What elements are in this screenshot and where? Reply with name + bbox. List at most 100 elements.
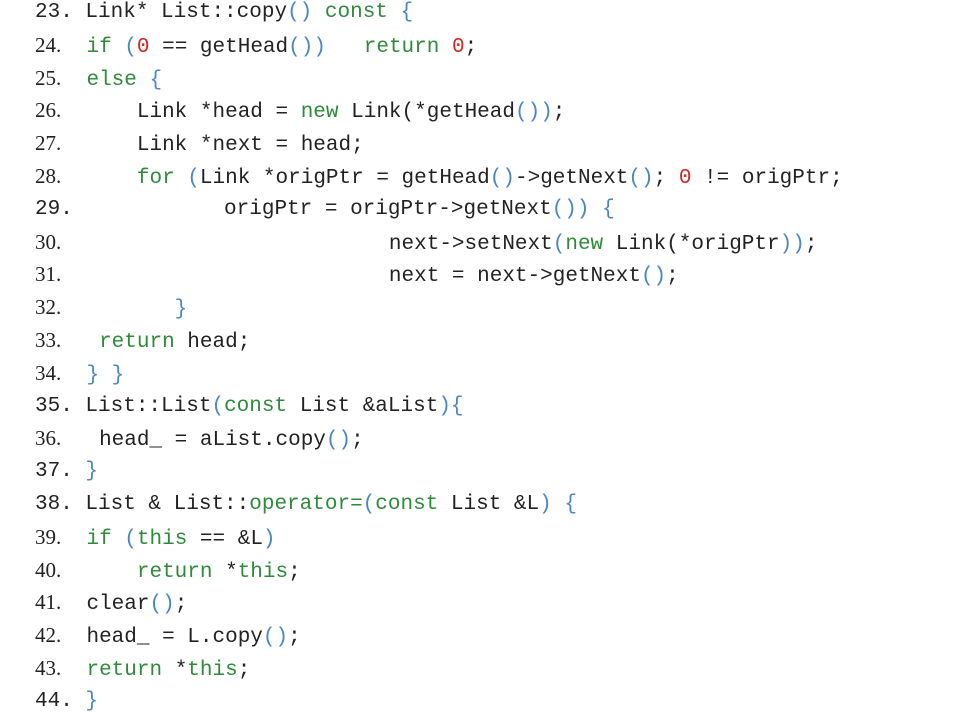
code-token: { (589, 197, 615, 221)
code-line: 36. head_ = aList.copy(); (35, 422, 364, 455)
line-number: 41. (35, 590, 62, 615)
code-token: ( (211, 394, 225, 418)
code-token: for (136, 167, 188, 190)
code-token: const (312, 1, 401, 24)
code-token: ( (666, 232, 679, 256)
line-number: 25. (35, 65, 62, 90)
code-token: ; (653, 167, 679, 190)
code-token: } (85, 460, 99, 484)
code-token: * (225, 560, 238, 584)
code-token: 0 (451, 35, 465, 59)
code-token: head_ = L.copy (86, 626, 263, 650)
line-number: 27. (35, 131, 62, 156)
code-token: ()) (551, 197, 590, 221)
code-token: *getHead (414, 101, 515, 125)
code-line: 33. return head; (35, 324, 250, 357)
code-token: origPtr = origPtr->getNext (224, 197, 552, 221)
code-token: () (628, 167, 654, 190)
code-line: 31. next = next->getNext(); (35, 258, 679, 291)
code-token: ; (288, 626, 301, 650)
code-token: ( (401, 101, 415, 125)
code-line: 37. } (35, 455, 98, 488)
code-token: ( (124, 527, 137, 551)
code-token: 0 (678, 167, 692, 190)
code-token: this (237, 560, 289, 584)
code-token: () (149, 593, 175, 617)
code-token: this (136, 527, 200, 551)
code-line: 27. Link *next = head; (35, 127, 364, 160)
code-token: ; (552, 101, 566, 125)
line-number: 42. (35, 623, 62, 648)
line-number: 34. (35, 360, 62, 385)
code-token: ->getNext (514, 167, 629, 190)
code-token: *origPtr (678, 232, 780, 256)
line-number: 38. (35, 493, 73, 516)
code-token: ; (237, 659, 251, 682)
line-number: 37. (35, 460, 73, 484)
code-token: return (86, 659, 175, 682)
code-token: ; (351, 429, 364, 453)
code-token: 0 (136, 35, 150, 59)
code-token: ( (124, 35, 137, 59)
code-token: () (325, 429, 352, 453)
code-token: { (149, 68, 163, 92)
code-line: 38. List & List::operator=(const List &L… (35, 488, 577, 521)
line-number: 39. (35, 524, 62, 549)
code-token: ) (539, 493, 552, 516)
code-token: ( (362, 493, 376, 516)
code-token: const (224, 394, 300, 418)
code-token: == &L (199, 527, 263, 551)
code-line: 24. if (0 == getHead()) return 0; (35, 29, 477, 62)
code-token: ( (187, 167, 200, 190)
code-line: 30. next->setNext(new Link(*origPtr)); (35, 226, 817, 259)
code-token: this (187, 659, 238, 682)
line-number: 24. (35, 32, 62, 57)
code-token: head; (187, 331, 251, 354)
code-token: ( (552, 232, 566, 256)
code-line: 32. } (35, 291, 187, 324)
line-number: 44. (35, 689, 73, 713)
code-line: 41. clear(); (35, 586, 187, 619)
code-line: 44. } (35, 685, 98, 718)
code-token: Link (615, 232, 667, 256)
code-token: if (86, 527, 125, 551)
code-token: next = next->getNext (388, 265, 641, 289)
code-line: 29. origPtr = origPtr->getNext()) { (35, 193, 615, 226)
line-number: 33. (35, 328, 62, 352)
code-token: ; (288, 560, 301, 584)
code-token: ()) (514, 101, 553, 125)
code-token: Link (351, 101, 402, 125)
code-token: () (287, 1, 313, 24)
code-token: clear (86, 593, 150, 617)
code-token: * (174, 659, 188, 682)
code-line: 25. else { (35, 62, 162, 95)
code-token: return (136, 560, 226, 584)
code-line: 40. return *this; (35, 554, 301, 587)
code-token: ; (174, 593, 188, 617)
code-token: { (400, 1, 414, 24)
code-token: List &aList (299, 394, 439, 418)
code-line: 34. } } (35, 357, 124, 390)
code-token: operator= (249, 493, 363, 516)
code-line: 28. for (Link *origPtr = getHead()->getN… (35, 160, 843, 193)
code-token: == getHead (149, 35, 289, 59)
line-number: 35. (35, 394, 73, 418)
code-token: { (551, 493, 577, 516)
code-line: 26. Link *head = new Link(*getHead()); (35, 94, 565, 127)
code-token: ) (438, 394, 451, 418)
line-number: 23. (35, 1, 73, 24)
code-token: () (640, 265, 667, 289)
line-number: 43. (35, 656, 62, 680)
code-line: 42. head_ = L.copy(); (35, 619, 301, 652)
code-line: 43. return *this; (35, 652, 250, 685)
code-token: != origPtr; (691, 167, 843, 190)
code-token: ; (666, 265, 679, 289)
code-token: Link *next = head; (136, 134, 364, 158)
code-token: ; (464, 35, 478, 59)
code-token: Link *origPtr = getHead (199, 167, 490, 190)
code-token: return (325, 35, 452, 59)
code-line: 35. List::List(const List &aList){ (35, 390, 464, 423)
code-token: new (565, 232, 616, 256)
line-number: 29. (35, 197, 73, 221)
code-token: { (450, 394, 464, 418)
